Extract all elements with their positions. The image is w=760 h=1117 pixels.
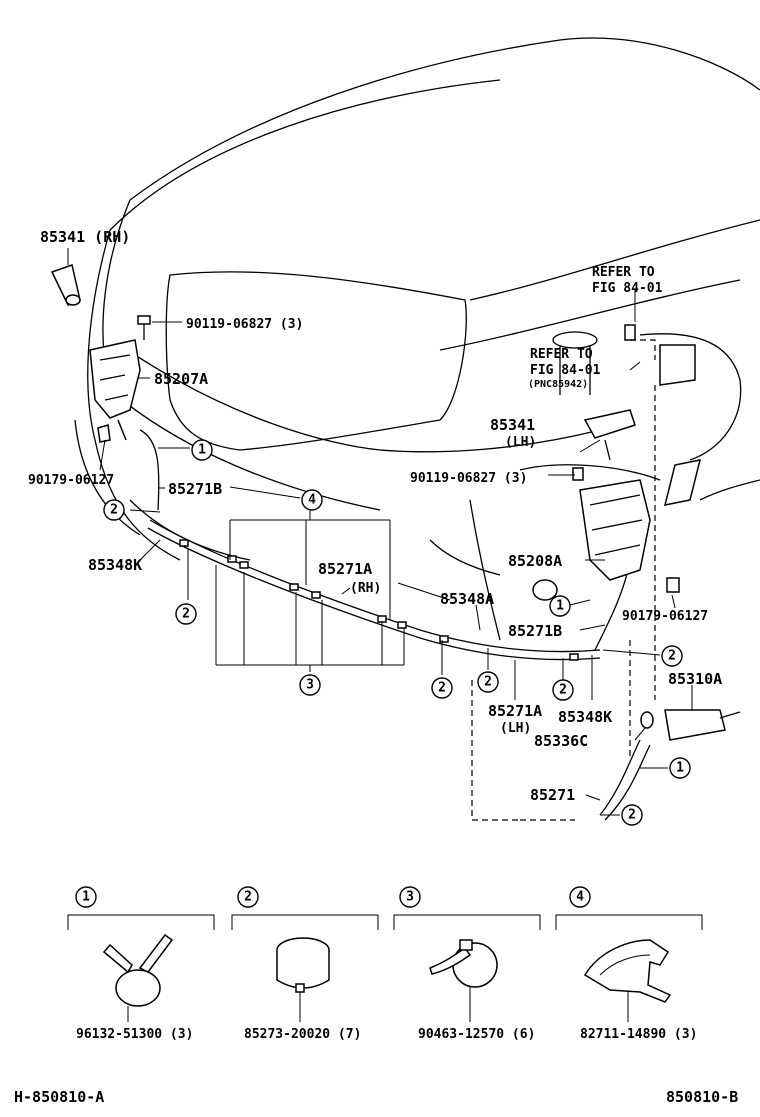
label-85208a: 85208A bbox=[508, 552, 562, 570]
cable-tie-icon bbox=[429, 939, 498, 988]
right-washer-components bbox=[532, 324, 741, 741]
legend-number: 1 bbox=[82, 890, 90, 905]
label-85341-rh: 85341 (RH) bbox=[40, 228, 130, 246]
legend-item-3: 3 90463-12570 (6) bbox=[393, 886, 541, 1042]
leader-lines bbox=[67, 248, 693, 816]
hose-clamp-icon bbox=[102, 933, 174, 1007]
car-body-outline bbox=[74, 37, 760, 641]
marker-2: 2 bbox=[182, 607, 190, 622]
label-85348k-right: 85348K bbox=[558, 708, 612, 726]
footer: H-850810-A 850810-B bbox=[14, 1088, 738, 1106]
legend-part-number: 85273-20020 (7) bbox=[244, 1027, 361, 1042]
marker-1: 1 bbox=[198, 443, 206, 458]
footer-left-code: H-850810-A bbox=[14, 1088, 104, 1106]
legend-number: 3 bbox=[406, 890, 414, 905]
label-85271a-lh-side: (LH) bbox=[500, 721, 531, 736]
legend-part-number: 90463-12570 (6) bbox=[418, 1027, 535, 1042]
circled-markers: 1 2 4 2 3 2 2 2 1 2 1 2 bbox=[103, 439, 691, 826]
label-bolt-mid: 90119-06827 (3) bbox=[410, 471, 527, 486]
label-85348k-left: 85348K bbox=[88, 556, 142, 574]
marker-2: 2 bbox=[110, 503, 118, 518]
label-refer2-a: REFER TO bbox=[530, 347, 593, 362]
marker-2: 2 bbox=[484, 675, 492, 690]
marker-4: 4 bbox=[308, 493, 316, 508]
label-clip-right: 90179-06127 bbox=[622, 609, 708, 624]
label-85348a: 85348A bbox=[440, 590, 494, 608]
marker-2: 2 bbox=[668, 649, 676, 664]
legend-number: 2 bbox=[244, 890, 252, 905]
marker-2: 2 bbox=[438, 681, 446, 696]
label-refer2-c: (PNC85942) bbox=[528, 379, 588, 390]
label-85207a: 85207A bbox=[154, 370, 208, 388]
legend-part-number: 96132-51300 (3) bbox=[76, 1027, 193, 1042]
label-refer1-a: REFER TO bbox=[592, 265, 655, 280]
label-85310a: 85310A bbox=[668, 670, 722, 688]
label-85341-lh: 85341 bbox=[490, 416, 535, 434]
marker-1: 1 bbox=[676, 761, 684, 776]
label-85341-lh-side: (LH) bbox=[505, 435, 536, 450]
label-refer2-b: FIG 84-01 bbox=[530, 363, 601, 378]
marker-2: 2 bbox=[559, 683, 567, 698]
label-85271b-left: 85271B bbox=[168, 480, 222, 498]
dashed-reference-box bbox=[471, 339, 656, 821]
bracket-lines bbox=[215, 486, 405, 672]
callout-labels: 85341 (RH) 90119-06827 (3) 85207A 90179-… bbox=[28, 228, 722, 804]
legend-part-number: 82711-14890 (3) bbox=[580, 1027, 697, 1042]
legend-number: 4 bbox=[576, 890, 584, 905]
label-85271a-rh-side: (RH) bbox=[350, 581, 381, 596]
legend: 1 96132-51300 (3) 2 85273-20020 (7) bbox=[67, 886, 703, 1042]
hose-clips bbox=[179, 539, 579, 661]
band-clamp-icon bbox=[276, 937, 330, 993]
label-85271: 85271 bbox=[530, 786, 575, 804]
label-clip-left: 90179-06127 bbox=[28, 473, 114, 488]
marker-1: 1 bbox=[556, 599, 564, 614]
legend-item-1: 1 96132-51300 (3) bbox=[67, 886, 215, 1042]
label-85271a-rh: 85271A bbox=[318, 560, 372, 578]
label-85271b-right: 85271B bbox=[508, 622, 562, 640]
wire-clip-icon bbox=[583, 939, 672, 1003]
left-washer-components bbox=[50, 264, 151, 443]
label-85271a-lh: 85271A bbox=[488, 702, 542, 720]
marker-2: 2 bbox=[628, 808, 636, 823]
label-85336c: 85336C bbox=[534, 732, 588, 750]
footer-right-code: 850810-B bbox=[666, 1088, 738, 1106]
label-bolt-top: 90119-06827 (3) bbox=[186, 317, 303, 332]
label-refer1-b: FIG 84-01 bbox=[592, 281, 663, 296]
legend-item-2: 2 85273-20020 (7) bbox=[231, 886, 379, 1042]
legend-item-4: 4 82711-14890 (3) bbox=[555, 886, 703, 1042]
marker-3: 3 bbox=[306, 678, 314, 693]
